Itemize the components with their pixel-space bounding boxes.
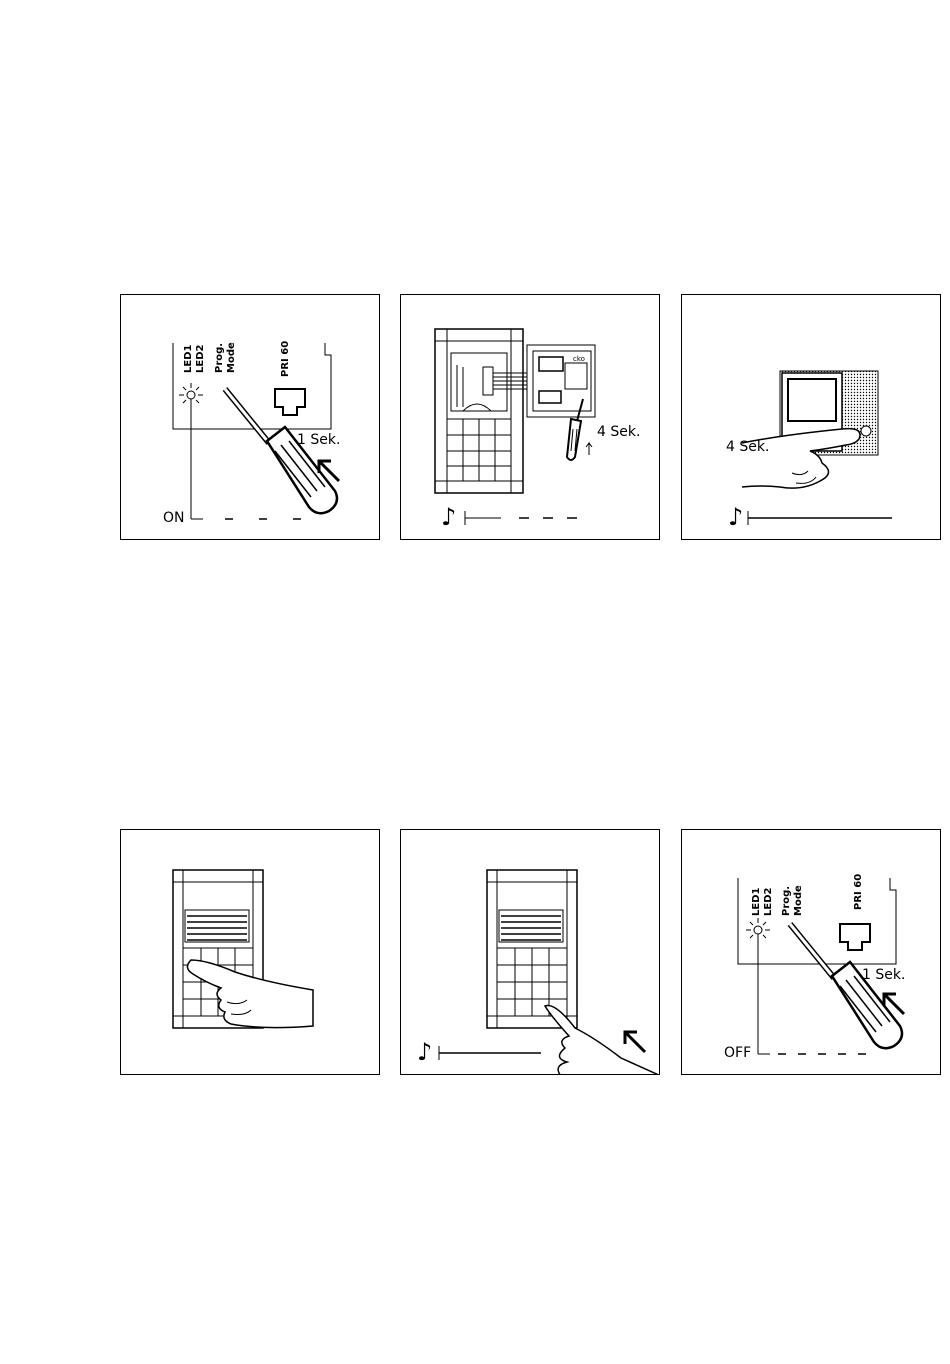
step-1-panel: LED1 LED2 Prog. Mode PRI 60 1 Sek. ON — [120, 294, 380, 540]
pri-label: PRI 60 — [281, 341, 291, 377]
door-station-keypad-drawing — [401, 830, 660, 1075]
duration-label: 1 Sek. — [297, 433, 340, 447]
led2-label: LED2 — [764, 888, 774, 916]
door-station-keypad-drawing — [121, 830, 380, 1075]
prog-label: Prog. — [782, 886, 792, 916]
step-4-panel — [120, 829, 380, 1075]
device-board-drawing — [121, 295, 380, 540]
led1-label: LED1 — [752, 888, 762, 916]
state-label: OFF — [724, 1046, 751, 1060]
push-arrow-icon — [625, 1032, 645, 1052]
mode-label: Mode — [227, 342, 237, 373]
indoor-station-drawing — [682, 295, 941, 540]
door-station-wiring-drawing: cko — [401, 295, 660, 540]
mode-label: Mode — [794, 885, 804, 916]
tone-icon: ♪ — [728, 505, 743, 529]
device-board-drawing — [682, 830, 941, 1075]
hand-icon — [742, 429, 860, 489]
led1-label: LED1 — [184, 345, 194, 373]
step-6-panel: LED1 LED2 Prog. Mode PRI 60 1 Sek. OFF — [681, 829, 941, 1075]
tone-icon: ♪ — [417, 1040, 432, 1064]
duration-label: 4 Sek. — [726, 440, 769, 454]
pri-label: PRI 60 — [854, 874, 864, 910]
led2-label: LED2 — [196, 345, 206, 373]
step-5-panel: ♪ — [400, 829, 660, 1075]
step-2-panel: cko ♪ 4 Sek. — [400, 294, 660, 540]
svg-text:cko: cko — [573, 355, 585, 363]
prog-label: Prog. — [215, 343, 225, 373]
duration-label: 1 Sek. — [862, 968, 905, 982]
hand-icon — [545, 1005, 660, 1075]
step-3-panel: ♪ 4 Sek. — [681, 294, 941, 540]
tone-icon: ♪ — [441, 505, 456, 529]
duration-label: 4 Sek. — [597, 425, 640, 439]
state-label: ON — [163, 511, 185, 525]
